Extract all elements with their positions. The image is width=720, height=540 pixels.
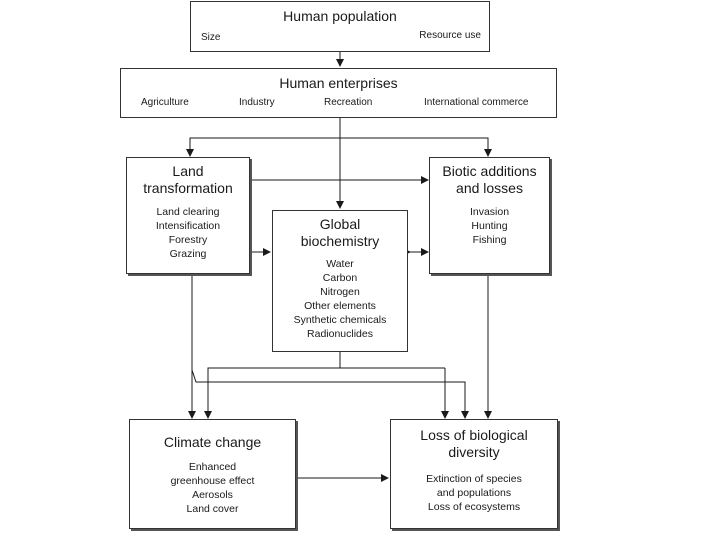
biotic-box: Biotic additions and losses Invasion Hun… — [429, 157, 550, 274]
arrow-land-to-loss — [191, 369, 469, 419]
human-population-size-label: Size — [201, 32, 221, 43]
list-item: Carbon — [322, 272, 358, 284]
list-item: and populations — [436, 487, 512, 499]
human-enterprises-title: Human enterprises — [279, 75, 398, 91]
enterprise-item: International commerce — [424, 97, 529, 108]
human-enterprises-box: Human enterprises Agriculture Industry R… — [120, 68, 557, 118]
land-transformation-items: Land clearing Intensification Forestry G… — [127, 205, 249, 261]
arrow-enterprises-to-biotic — [340, 137, 492, 157]
list-item: Fishing — [472, 234, 507, 246]
loss-biodiversity-items: Extinction of species and populations Lo… — [391, 472, 557, 514]
global-biochemistry-items: Water Carbon Nitrogen Other elements Syn… — [273, 257, 407, 341]
list-item: Intensification — [155, 220, 221, 232]
list-item: greenhouse effect — [170, 475, 255, 487]
climate-change-box: Climate change Enhanced greenhouse effec… — [129, 419, 296, 529]
biotic-items: Invasion Hunting Fishing — [430, 205, 549, 247]
list-item: Nitrogen — [320, 286, 360, 298]
list-item: Land cover — [186, 503, 239, 515]
biotic-title: Biotic additions and losses — [442, 163, 537, 196]
list-item: Grazing — [169, 248, 207, 260]
list-item: Extinction of species — [426, 473, 522, 485]
list-item: Invasion — [469, 206, 510, 218]
enterprise-item: Agriculture — [141, 97, 189, 108]
enterprise-item: Recreation — [324, 97, 373, 108]
list-item: Land clearing — [156, 206, 220, 218]
land-transformation-title: Land transformation — [143, 163, 233, 196]
list-item: Synthetic chemicals — [293, 314, 387, 326]
list-item: Aerosols — [192, 489, 233, 501]
enterprise-item: Industry — [239, 97, 275, 108]
climate-change-items: Enhanced greenhouse effect Aerosols Land… — [130, 460, 295, 516]
list-item: Forestry — [168, 234, 208, 246]
human-population-resource-label: Resource use — [419, 30, 481, 41]
global-biochemistry-title: Global biochemistry — [300, 216, 380, 249]
human-population-title: Human population — [283, 8, 397, 24]
arrow-biochemistry-to-climate — [204, 367, 445, 419]
list-item: Enhanced — [188, 461, 237, 473]
loss-biodiversity-title: Loss of biological diversity — [420, 427, 528, 460]
list-item: Hunting — [471, 220, 508, 232]
arrow-enterprises-to-land — [186, 137, 340, 157]
list-item: Water — [326, 258, 354, 270]
human-population-box: Human population Size Resource use — [190, 1, 490, 52]
land-transformation-box: Land transformation Land clearing Intens… — [126, 157, 250, 274]
loss-biodiversity-box: Loss of biological diversity Extinction … — [390, 419, 558, 529]
climate-change-title: Climate change — [163, 434, 262, 450]
list-item: Radionuclides — [307, 328, 373, 340]
list-item: Other elements — [304, 300, 376, 312]
global-biochemistry-box: Global biochemistry Water Carbon Nitroge… — [272, 210, 408, 352]
list-item: Loss of ecosystems — [427, 501, 521, 513]
